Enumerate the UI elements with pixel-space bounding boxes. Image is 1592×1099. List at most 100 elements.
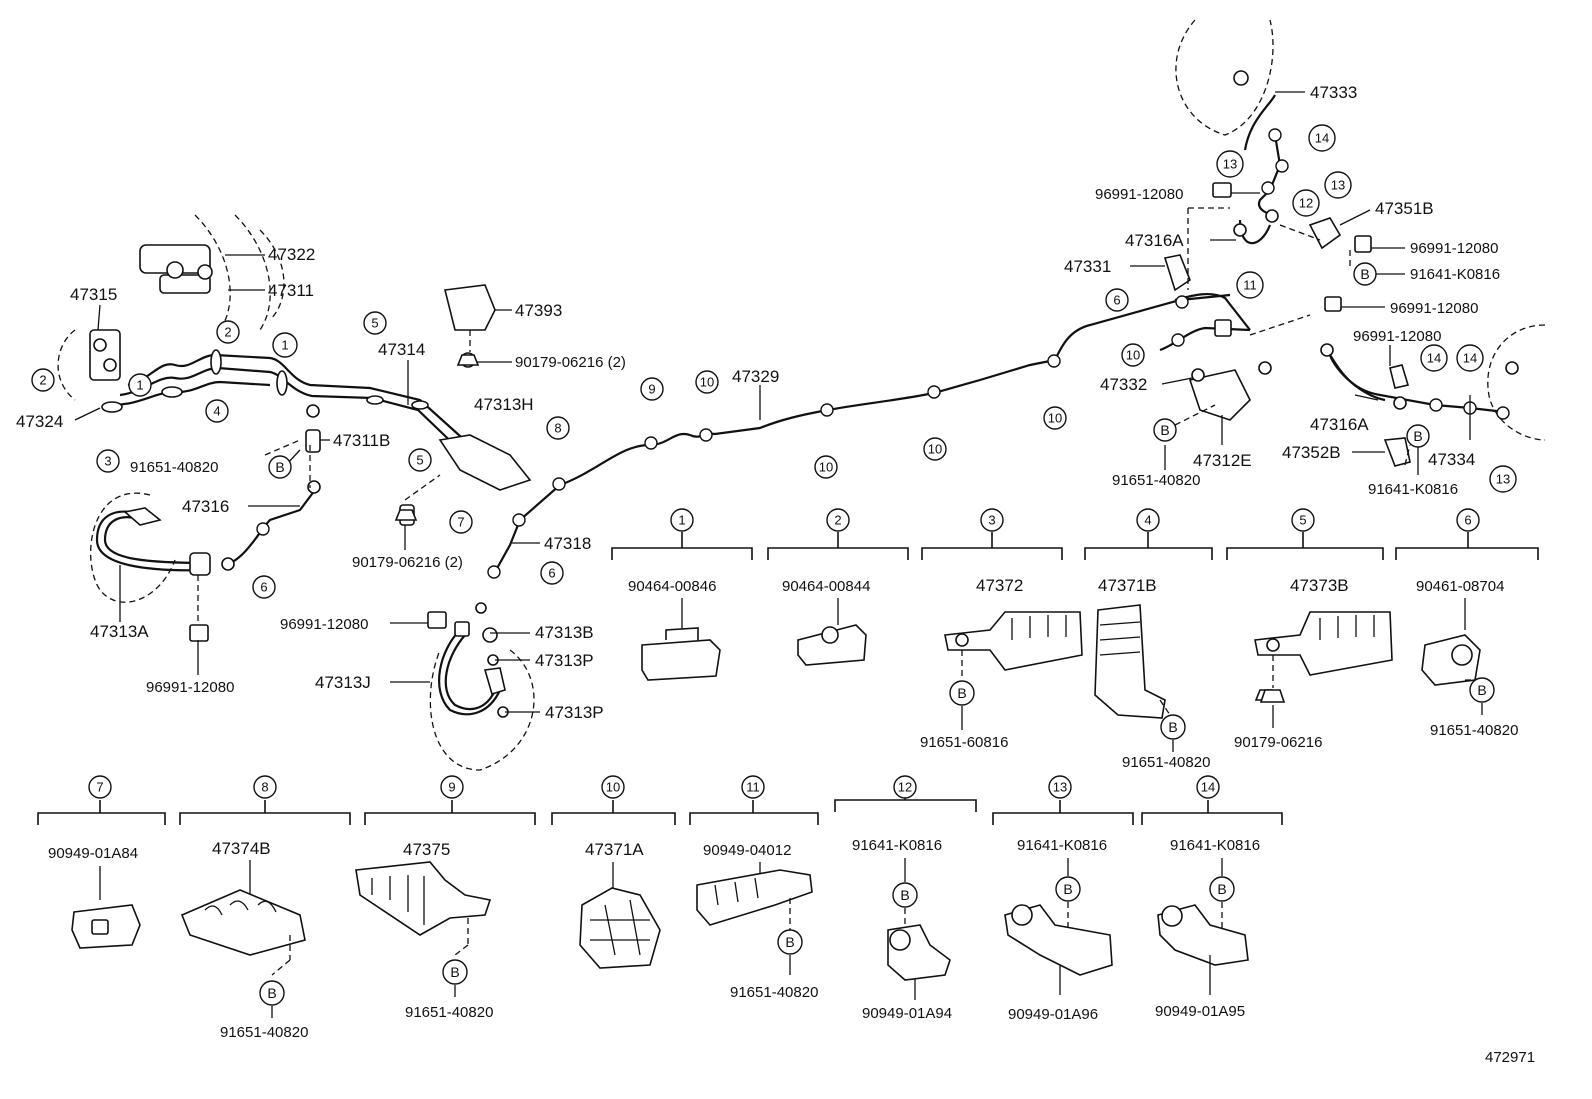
svg-text:9: 9 bbox=[448, 780, 455, 795]
svg-text:8: 8 bbox=[554, 421, 561, 436]
callout-47333: 47333 bbox=[1310, 83, 1357, 102]
svg-text:B: B bbox=[1413, 428, 1422, 444]
ref-marker: 10 bbox=[1121, 343, 1145, 367]
inset-9: 9 47375 B 91651-40820 bbox=[355, 775, 536, 1021]
ref-marker: 1 bbox=[128, 373, 152, 397]
callout-47324: 47324 bbox=[16, 412, 63, 431]
svg-text:4: 4 bbox=[1144, 513, 1151, 528]
ref-marker: 5 bbox=[363, 311, 387, 335]
ref-marker: 14 bbox=[1456, 344, 1484, 372]
callout-47316: 47316 bbox=[182, 497, 229, 516]
inset-8: 8 47374B B 91651-40820 bbox=[179, 775, 351, 1041]
ref-marker: 10 bbox=[923, 437, 947, 461]
callout-47312E: 47312E bbox=[1193, 451, 1252, 470]
inset-6-part: 90461-08704 bbox=[1416, 578, 1504, 595]
ref-marker: 12 bbox=[1292, 189, 1320, 217]
inset-9-part: 47375 bbox=[403, 840, 450, 859]
inset-3-bolt: 91651-60816 bbox=[920, 734, 1008, 751]
ref-marker: 9 bbox=[640, 377, 664, 401]
ref-marker: 10 bbox=[1043, 406, 1067, 430]
svg-text:12: 12 bbox=[898, 780, 912, 795]
svg-text:B: B bbox=[275, 459, 284, 475]
svg-text:B: B bbox=[1360, 266, 1369, 282]
inset-14-bolt: 91641-K0816 bbox=[1170, 837, 1260, 854]
detail-insets: 1 90464-00846 2 90464-00844 3 47372 B 91… bbox=[37, 508, 1539, 1041]
svg-text:5: 5 bbox=[416, 453, 423, 468]
svg-text:7: 7 bbox=[457, 515, 464, 530]
callout-47313A: 47313A bbox=[90, 622, 149, 641]
b-marker: B bbox=[1353, 262, 1377, 286]
inset-3: 3 47372 B 91651-60816 bbox=[920, 508, 1083, 751]
inset-9-bolt: 91651-40820 bbox=[405, 1004, 493, 1021]
svg-text:2: 2 bbox=[39, 373, 46, 388]
ref-marker: 7 bbox=[449, 510, 473, 534]
fastener-links bbox=[197, 207, 1411, 625]
ref-marker: 4 bbox=[205, 399, 229, 423]
reference-circles: 1 1 2 2 3 4 5 5 6 6 7 8 9 10 10 10 10 10… bbox=[31, 124, 1517, 701]
ref-marker: 2 bbox=[216, 320, 240, 344]
inset-4-bolt: 91651-40820 bbox=[1122, 754, 1210, 771]
svg-text:13: 13 bbox=[1496, 472, 1510, 487]
svg-text:B: B bbox=[1168, 719, 1177, 735]
ref-marker: 10 bbox=[695, 370, 719, 394]
svg-text:13: 13 bbox=[1331, 178, 1345, 193]
inset-8-part: 47374B bbox=[212, 839, 271, 858]
svg-text:14: 14 bbox=[1201, 780, 1215, 795]
svg-text:3: 3 bbox=[104, 454, 111, 469]
svg-text:1: 1 bbox=[281, 338, 288, 353]
inset-13-part: 90949-01A96 bbox=[1008, 1006, 1098, 1023]
callout-47313P-a: 47313P bbox=[535, 651, 594, 670]
inset-8-bolt: 91651-40820 bbox=[220, 1024, 308, 1041]
svg-text:5: 5 bbox=[371, 316, 378, 331]
callout-96991-12080-d: 96991-12080 bbox=[1410, 240, 1498, 257]
ref-marker: 5 bbox=[408, 448, 432, 472]
svg-text:B: B bbox=[1477, 682, 1486, 698]
inset-13-bolt: 91641-K0816 bbox=[1017, 837, 1107, 854]
svg-text:13: 13 bbox=[1053, 780, 1067, 795]
callout-47316A-b: 47316A bbox=[1310, 415, 1369, 434]
svg-text:6: 6 bbox=[1113, 293, 1120, 308]
callout-47318: 47318 bbox=[544, 534, 591, 553]
callout-47316A-a: 47316A bbox=[1125, 231, 1184, 250]
callout-47352B: 47352B bbox=[1282, 443, 1341, 462]
svg-text:4: 4 bbox=[213, 404, 220, 419]
ref-marker: 11 bbox=[1236, 271, 1264, 299]
inset-2-part: 90464-00844 bbox=[782, 578, 870, 595]
callout-91641-K0816-b: 91641-K0816 bbox=[1368, 481, 1458, 498]
svg-text:9: 9 bbox=[648, 382, 655, 397]
callout-47313H: 47313H bbox=[474, 395, 534, 414]
svg-text:1: 1 bbox=[136, 378, 143, 393]
svg-text:10: 10 bbox=[1048, 411, 1062, 426]
svg-text:10: 10 bbox=[928, 442, 942, 457]
ref-marker: 14 bbox=[1420, 344, 1448, 372]
svg-text:2: 2 bbox=[834, 513, 841, 528]
svg-text:14: 14 bbox=[1463, 351, 1477, 366]
svg-text:11: 11 bbox=[1243, 278, 1257, 293]
callout-47314: 47314 bbox=[378, 340, 425, 359]
inset-2: 2 90464-00844 bbox=[767, 508, 909, 666]
ref-marker: 6 bbox=[252, 575, 276, 599]
wheel-outlines bbox=[57, 19, 1546, 771]
svg-text:B: B bbox=[900, 887, 909, 903]
ref-marker: 6 bbox=[540, 561, 564, 585]
callout-47322: 47322 bbox=[268, 245, 315, 264]
svg-text:13: 13 bbox=[1223, 157, 1237, 172]
svg-text:12: 12 bbox=[1299, 196, 1313, 211]
callout-91651-40820-b: 91651-40820 bbox=[1112, 472, 1200, 489]
svg-text:14: 14 bbox=[1315, 131, 1329, 146]
inset-6-bolt: 91651-40820 bbox=[1430, 722, 1518, 739]
ref-marker: 13 bbox=[1324, 171, 1352, 199]
ref-marker: 10 bbox=[814, 455, 838, 479]
svg-text:1: 1 bbox=[678, 513, 685, 528]
callout-96991-12080-a: 96991-12080 bbox=[146, 679, 234, 696]
callout-47313J: 47313J bbox=[315, 673, 371, 692]
callout-47351B: 47351B bbox=[1375, 199, 1434, 218]
svg-text:7: 7 bbox=[96, 780, 103, 795]
inset-5: 5 47373B 90179-06216 bbox=[1226, 508, 1393, 751]
inset-11-bolt: 91651-40820 bbox=[730, 984, 818, 1001]
svg-text:10: 10 bbox=[606, 780, 620, 795]
inset-5-nut: 90179-06216 bbox=[1234, 734, 1322, 751]
svg-text:B: B bbox=[957, 685, 966, 701]
callout-47332: 47332 bbox=[1100, 375, 1147, 394]
inset-7: 7 90949-01A84 bbox=[37, 775, 166, 949]
